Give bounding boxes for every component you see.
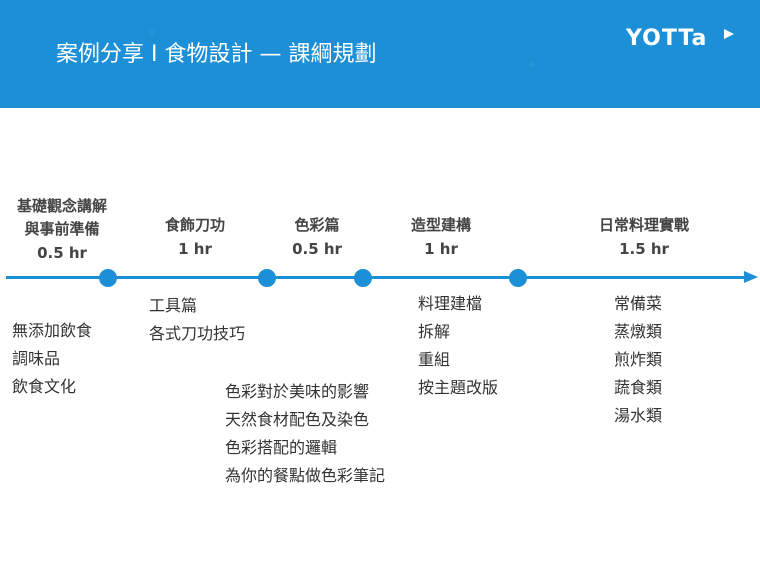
- timeline-arrow-icon: [744, 271, 758, 283]
- list-item: 飲食文化: [12, 377, 77, 396]
- timeline-dot-1: [99, 269, 117, 287]
- list-item: 色彩搭配的邏輯: [225, 438, 338, 457]
- list-item: 煎炸類: [614, 350, 663, 369]
- list-item: 色彩對於美味的影響: [225, 382, 370, 401]
- phase-3-topic-list: 色彩對於美味的影響 天然食材配色及染色 色彩搭配的邏輯 為你的餐點做色彩筆記: [225, 378, 385, 490]
- list-item: 無添加飲食: [12, 321, 93, 340]
- timeline-axis: [6, 276, 746, 279]
- list-item: 工具篇: [149, 296, 198, 315]
- phase-2-topic-list: 工具篇 各式刀功技巧: [149, 292, 245, 348]
- list-item: 調味品: [12, 349, 61, 368]
- list-item: 按主題改版: [418, 378, 499, 397]
- list-item: 湯水類: [614, 406, 663, 425]
- phase-1-topic-list: 無添加飲食 調味品 飲食文化: [12, 317, 92, 401]
- list-item: 常備菜: [614, 294, 663, 313]
- phase-2-title: 食飾刀功: [164, 216, 225, 234]
- list-item: 天然食材配色及染色: [225, 410, 370, 429]
- list-item: 蒸燉類: [614, 322, 663, 341]
- list-item: 料理建檔: [418, 294, 483, 313]
- phase-2-hours: 1 hr: [178, 240, 212, 258]
- phase-4-topic-list: 料理建檔 拆解 重組 按主題改版: [418, 290, 498, 402]
- list-item: 重組: [418, 350, 451, 369]
- phase-5-title: 日常料理實戰: [598, 216, 689, 234]
- list-item: 蔬食類: [614, 378, 663, 397]
- yotta-logo: YOTTa: [626, 26, 708, 51]
- phase-3-title: 色彩篇: [294, 216, 340, 234]
- list-item: 各式刀功技巧: [149, 324, 246, 343]
- phase-4-hours: 1 hr: [424, 240, 458, 258]
- phase-1-title-line1: 基礎觀念講解: [16, 197, 107, 215]
- timeline-dot-4: [509, 269, 527, 287]
- logo-play-icon: [724, 29, 734, 39]
- timeline-dot-2: [258, 269, 276, 287]
- timeline-dot-3: [354, 269, 372, 287]
- phase-3-hours: 0.5 hr: [292, 240, 342, 258]
- header-banner: 案例分享 I 食物設計 — 課綱規劃 YOTTa: [0, 0, 760, 108]
- list-item: 為你的餐點做色彩筆記: [225, 466, 386, 485]
- page-title: 案例分享 I 食物設計 — 課綱規劃: [56, 42, 377, 67]
- list-item: 拆解: [418, 322, 451, 341]
- phase-4-title: 造型建構: [410, 216, 471, 234]
- phase-5-hours: 1.5 hr: [619, 240, 669, 258]
- phase-5-topic-list: 常備菜 蒸燉類 煎炸類 蔬食類 湯水類: [614, 290, 662, 430]
- phase-1-hours: 0.5 hr: [37, 244, 87, 262]
- phase-1-title-line2: 與事前準備: [24, 220, 100, 238]
